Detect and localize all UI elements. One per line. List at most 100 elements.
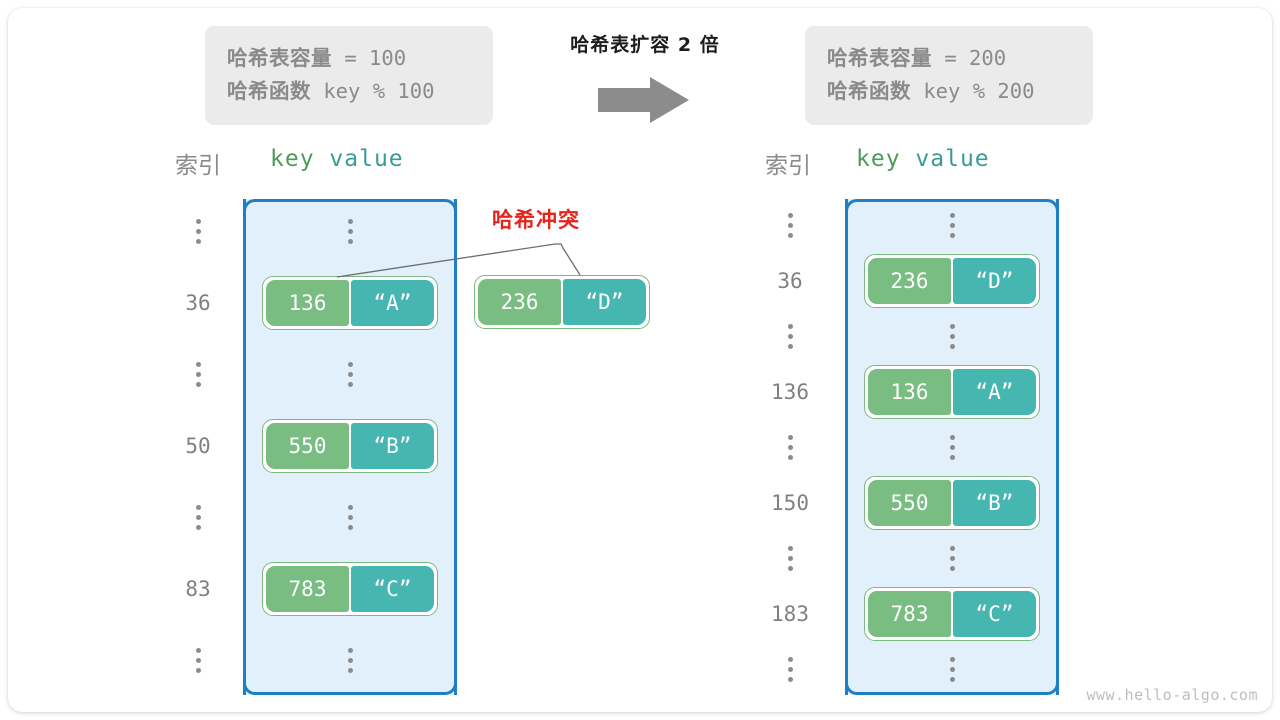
collided-pair: 236 “D” <box>474 275 650 329</box>
vertical-dots-icon <box>347 219 353 245</box>
index-ellipsis <box>163 196 233 268</box>
right-header-key: key <box>856 146 901 172</box>
bucket-ellipsis <box>845 642 1059 698</box>
value-cell: “B” <box>351 423 434 470</box>
vertical-dots-icon <box>195 362 201 388</box>
bucket-ellipsis <box>845 309 1059 365</box>
value-cell: “A” <box>351 280 434 327</box>
vertical-dots-icon <box>787 657 793 683</box>
table-row: 550“B” <box>845 476 1059 532</box>
index-ellipsis <box>163 482 233 554</box>
key-value-pair: 550“B” <box>864 476 1040 531</box>
vertical-dots-icon <box>949 324 955 350</box>
index-value: 150 <box>771 491 809 516</box>
index-value: 36 <box>777 269 803 294</box>
function-label: 哈希函数 <box>227 79 311 103</box>
key-value-pair: 783“C” <box>262 562 438 617</box>
index-ellipsis <box>755 531 825 587</box>
bucket-ellipsis <box>243 482 457 554</box>
key-value-pair: 550“B” <box>262 419 438 474</box>
index-value: 136 <box>771 380 809 405</box>
info-box-after: 哈希表容量 = 200 哈希函数 key % 200 <box>805 26 1093 125</box>
collided-key-cell: 236 <box>478 279 561 325</box>
capacity-line-after: 哈希表容量 = 200 <box>827 42 1071 75</box>
key-cell: 783 <box>868 591 951 638</box>
bucket-ellipsis <box>243 339 457 411</box>
value-cell: “C” <box>953 591 1036 638</box>
right-header-index: 索引 <box>765 153 811 179</box>
key-cell: 550 <box>266 423 349 470</box>
vertical-dots-icon <box>949 657 955 683</box>
index-ellipsis <box>163 625 233 697</box>
capacity-expr: = 100 <box>332 46 407 70</box>
left-header-keyvalue: key value <box>270 146 404 172</box>
right-arrow-icon <box>598 76 690 124</box>
value-cell: “C” <box>351 566 434 613</box>
key-cell: 783 <box>266 566 349 613</box>
vertical-dots-icon <box>949 435 955 461</box>
vertical-dots-icon <box>949 546 955 572</box>
index-value: 50 <box>185 434 211 459</box>
value-cell: “B” <box>953 480 1036 527</box>
right-header-keyvalue: key value <box>856 146 990 172</box>
key-value-pair: 236“D” <box>864 254 1040 309</box>
bucket-ellipsis <box>243 625 457 697</box>
key-value-pair: 136“A” <box>262 276 438 331</box>
left-header-index: 索引 <box>175 153 221 179</box>
function-label: 哈希函数 <box>827 79 911 103</box>
bucket-ellipsis <box>845 531 1059 587</box>
vertical-dots-icon <box>787 213 793 239</box>
function-expr: key % 200 <box>911 79 1035 103</box>
key-value-pair: 136“A” <box>864 365 1040 420</box>
vertical-dots-icon <box>347 362 353 388</box>
table-row: 550“B” <box>243 411 457 483</box>
info-box-before: 哈希表容量 = 100 哈希函数 key % 100 <box>205 26 493 125</box>
right-header-value: value <box>915 146 990 172</box>
key-cell: 136 <box>266 280 349 327</box>
bucket-ellipsis <box>243 196 457 268</box>
index-ellipsis <box>755 420 825 476</box>
key-cell: 550 <box>868 480 951 527</box>
index-ellipsis <box>755 309 825 365</box>
capacity-label: 哈希表容量 <box>227 46 332 70</box>
key-cell: 136 <box>868 369 951 416</box>
table-row: 136“A” <box>243 268 457 340</box>
bucket-ellipsis <box>845 198 1059 254</box>
index-value: 36 <box>185 291 211 316</box>
capacity-line-before: 哈希表容量 = 100 <box>227 42 471 75</box>
vertical-dots-icon <box>787 435 793 461</box>
index-ellipsis <box>163 339 233 411</box>
page-card <box>8 8 1272 712</box>
value-cell: “D” <box>953 258 1036 305</box>
value-cell: “A” <box>953 369 1036 416</box>
function-expr: key % 100 <box>311 79 435 103</box>
key-cell: 236 <box>868 258 951 305</box>
table-row: 236“D” <box>845 254 1059 310</box>
vertical-dots-icon <box>949 213 955 239</box>
table-row: 136“A” <box>845 365 1059 421</box>
vertical-dots-icon <box>195 505 201 531</box>
key-value-pair: 783“C” <box>864 587 1040 642</box>
vertical-dots-icon <box>195 219 201 245</box>
index-value: 83 <box>185 577 211 602</box>
vertical-dots-icon <box>347 505 353 531</box>
transform-title: 哈希表扩容 2 倍 <box>570 34 720 56</box>
index-ellipsis <box>755 642 825 698</box>
table-row: 783“C” <box>845 587 1059 643</box>
capacity-label: 哈希表容量 <box>827 46 932 70</box>
watermark: www.hello-algo.com <box>1086 686 1258 704</box>
capacity-expr: = 200 <box>932 46 1007 70</box>
collision-label: 哈希冲突 <box>492 208 580 232</box>
vertical-dots-icon <box>787 546 793 572</box>
index-ellipsis <box>755 198 825 254</box>
collided-value-cell: “D” <box>563 279 646 325</box>
index-value: 183 <box>771 602 809 627</box>
vertical-dots-icon <box>195 648 201 674</box>
left-header-key: key <box>270 146 315 172</box>
function-line-before: 哈希函数 key % 100 <box>227 75 471 108</box>
bucket-ellipsis <box>845 420 1059 476</box>
left-header-value: value <box>329 146 404 172</box>
table-row: 783“C” <box>243 554 457 626</box>
vertical-dots-icon <box>787 324 793 350</box>
